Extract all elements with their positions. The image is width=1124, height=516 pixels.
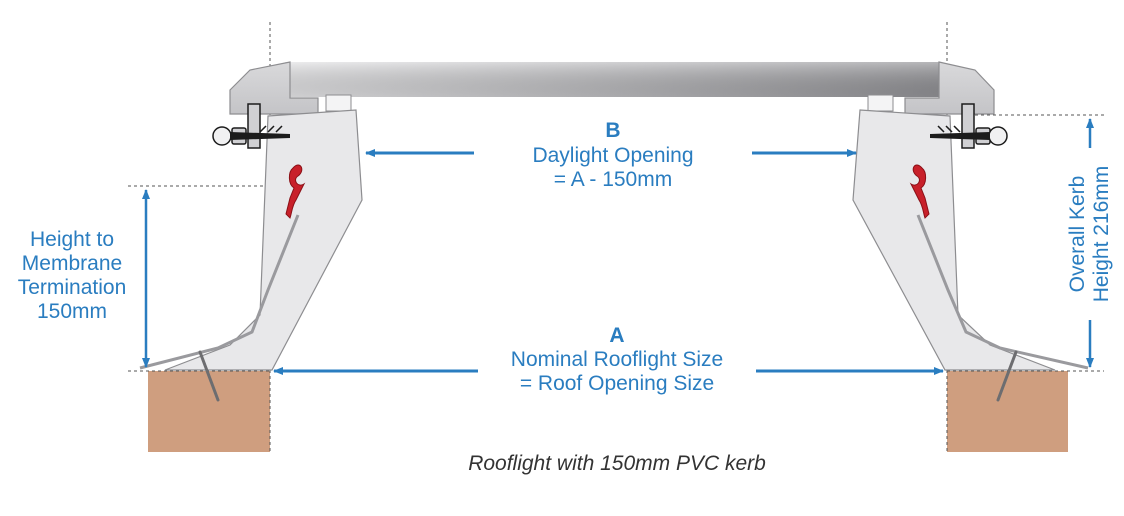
diagram-caption: Rooflight with 150mm PVC kerb (468, 452, 766, 475)
label-a-line2: = Roof Opening Size (520, 372, 714, 395)
timber-fixing-right (996, 350, 1018, 402)
label-b-line2: = A - 150mm (554, 168, 672, 191)
membrane-height-line3: Termination (18, 276, 127, 299)
termination-clip-right (909, 164, 930, 219)
bolt-right (930, 103, 1008, 149)
frame-left (229, 61, 352, 115)
label-b-letter: B (605, 119, 620, 142)
label-a-line1: Nominal Rooflight Size (511, 348, 723, 371)
overall-kerb-line1: Overall Kerb (1066, 176, 1089, 293)
bolt-left (212, 103, 290, 149)
frame-right (867, 61, 995, 115)
pvc-kerb-right (852, 109, 1056, 371)
timber-block-left (148, 371, 270, 452)
timber-fixing-left (198, 350, 220, 402)
label-a-letter: A (609, 324, 624, 347)
timber-block-right (947, 371, 1068, 452)
termination-clip-left (285, 164, 306, 219)
membrane-height-line1: Height to (30, 228, 114, 251)
overall-kerb-line2: Height 216mm (1090, 166, 1113, 303)
label-b-line1: Daylight Opening (532, 144, 693, 167)
membrane-height-line2: Membrane (22, 252, 122, 275)
membrane-height-line4: 150mm (37, 300, 107, 323)
guide-lines (128, 22, 1104, 452)
membrane-right (916, 214, 1089, 370)
membrane-left (139, 214, 300, 370)
pvc-kerb-left (164, 109, 363, 371)
